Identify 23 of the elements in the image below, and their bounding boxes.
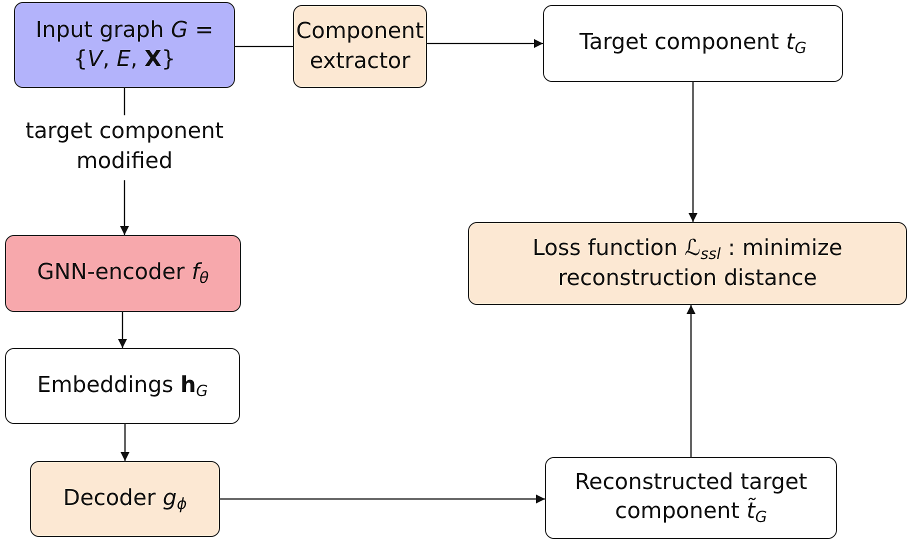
box-label: Component extractor: [296, 18, 424, 76]
arrow: [118, 312, 127, 348]
process-box: [293, 5, 427, 88]
arrow: [686, 305, 696, 457]
box-label: Target component t$_{G}$: [579, 29, 807, 59]
box-label: Decoder g$_{ϕ}$: [63, 484, 187, 514]
process-box: [543, 5, 843, 82]
box-label: Input graph G = {V, E, X}: [34, 16, 214, 74]
process-box: [5, 348, 240, 424]
box-label: GNN-encoder f$_{θ}$: [37, 259, 209, 289]
box-label: Loss function ℒ$_{ssl}$ : minimize reconstruction distance: [532, 234, 844, 294]
process-box: [5, 235, 241, 312]
arrow: [220, 494, 545, 504]
connector-line: [235, 46, 293, 48]
arrow: [688, 82, 698, 222]
arrow: [427, 39, 543, 48]
process-box: [30, 461, 220, 537]
box-label: Embeddings h$_{G}$: [37, 372, 208, 402]
process-box: [545, 457, 837, 539]
arrow: [120, 424, 130, 461]
box-label: Reconstructed target component t̃$_{G}$: [574, 469, 808, 528]
process-box: [468, 222, 907, 305]
process-box: [14, 2, 235, 88]
